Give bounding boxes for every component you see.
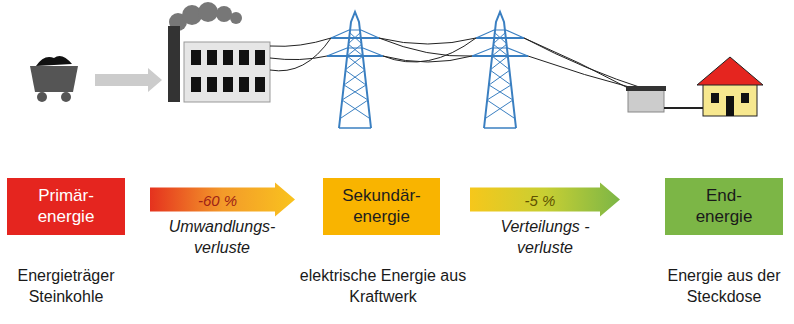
coal-cart	[30, 56, 78, 102]
loss-percentage: -60 %	[198, 191, 237, 208]
house	[697, 57, 763, 116]
transformer-station	[626, 86, 704, 112]
box-text: Primär- energie	[19, 186, 113, 227]
energy-box: Primär- energie	[7, 178, 125, 235]
energy-box: Sekundär- energie	[323, 178, 440, 235]
loss-arrow	[470, 183, 620, 217]
power-lines	[270, 38, 648, 90]
energy-description: Energieträger Steinkohle	[2, 266, 130, 308]
energy-description: elektrische Energie aus Kraftwerk	[298, 266, 468, 308]
loss-label: Verteilungs - verluste	[483, 217, 607, 259]
loss-arrow	[150, 183, 295, 217]
loss-percentage: -5 %	[525, 191, 556, 208]
pylon	[327, 12, 383, 128]
supply-arrow	[95, 68, 162, 92]
energy-box: End- energie	[665, 178, 783, 235]
box-text: Sekundär- energie	[335, 186, 429, 227]
power-plant	[168, 2, 270, 102]
pylon	[472, 12, 528, 128]
box-text: End- energie	[677, 186, 771, 227]
loss-label: Umwandlungs- verluste	[160, 217, 284, 259]
energy-description: Energie aus der Steckdose	[663, 266, 785, 308]
